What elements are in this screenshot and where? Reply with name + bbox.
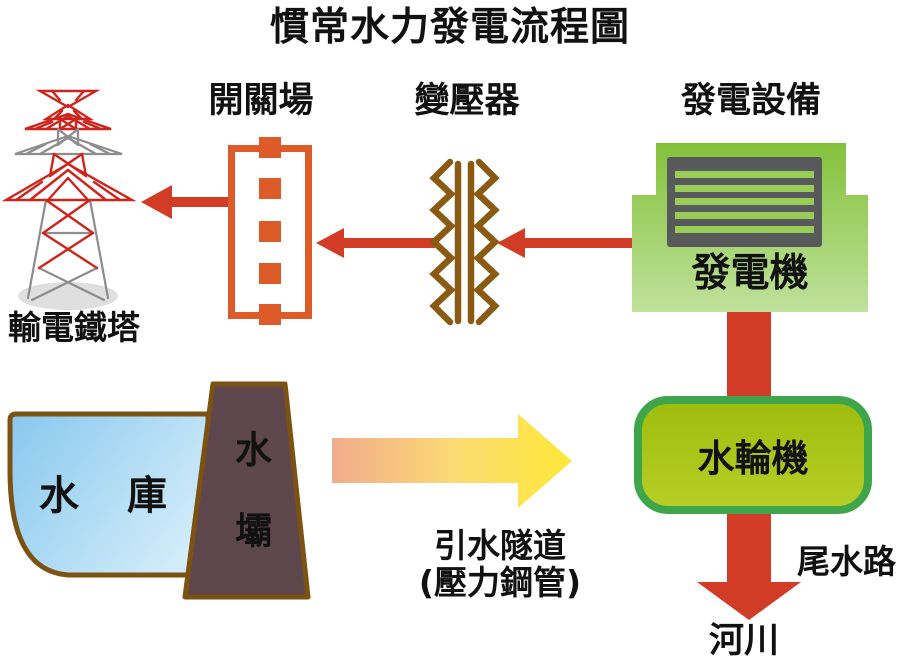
penstock-arrow [332,414,572,508]
flow-generator-to-turbine [727,310,771,402]
dam-label: 水壩 [228,430,272,592]
page-title: 慣常水力發電流程圖 [269,5,630,50]
transmission-tower [1,89,137,310]
penstock-label-line2: (壓力鋼管) [418,563,582,602]
switchyard-label: 開關場 [208,81,314,121]
tower-label: 輸電鐵塔 [8,308,140,347]
tailrace-label: 尾水路 [797,542,896,581]
penstock-label-line1: 引水隧道 [434,526,566,565]
river-label: 河川 [708,621,779,661]
reservoir [7,411,211,578]
equipment-label: 發電設備 [680,81,821,121]
arrow-transformer-to-switchyard [316,228,435,258]
generator-grill [667,157,822,247]
arrow-switchyard-to-tower [141,185,231,219]
reservoir-label: 水 庫 [39,473,171,519]
flow-turbine-to-river [697,506,801,620]
arrow-generator-to-transformer [497,228,633,258]
generator-label: 發電機 [691,251,809,296]
penstock-label: 引水隧道 (壓力鋼管) [395,527,605,601]
turbine-label: 水輪機 [697,437,809,480]
transformer-label: 變壓器 [414,81,520,121]
turbine-box: 水輪機 [634,396,872,514]
transformer-symbol [429,158,500,326]
dam [182,381,311,600]
tower-shadow [18,282,118,310]
generator-unit [632,143,868,312]
switchyard-symbol [228,137,312,325]
